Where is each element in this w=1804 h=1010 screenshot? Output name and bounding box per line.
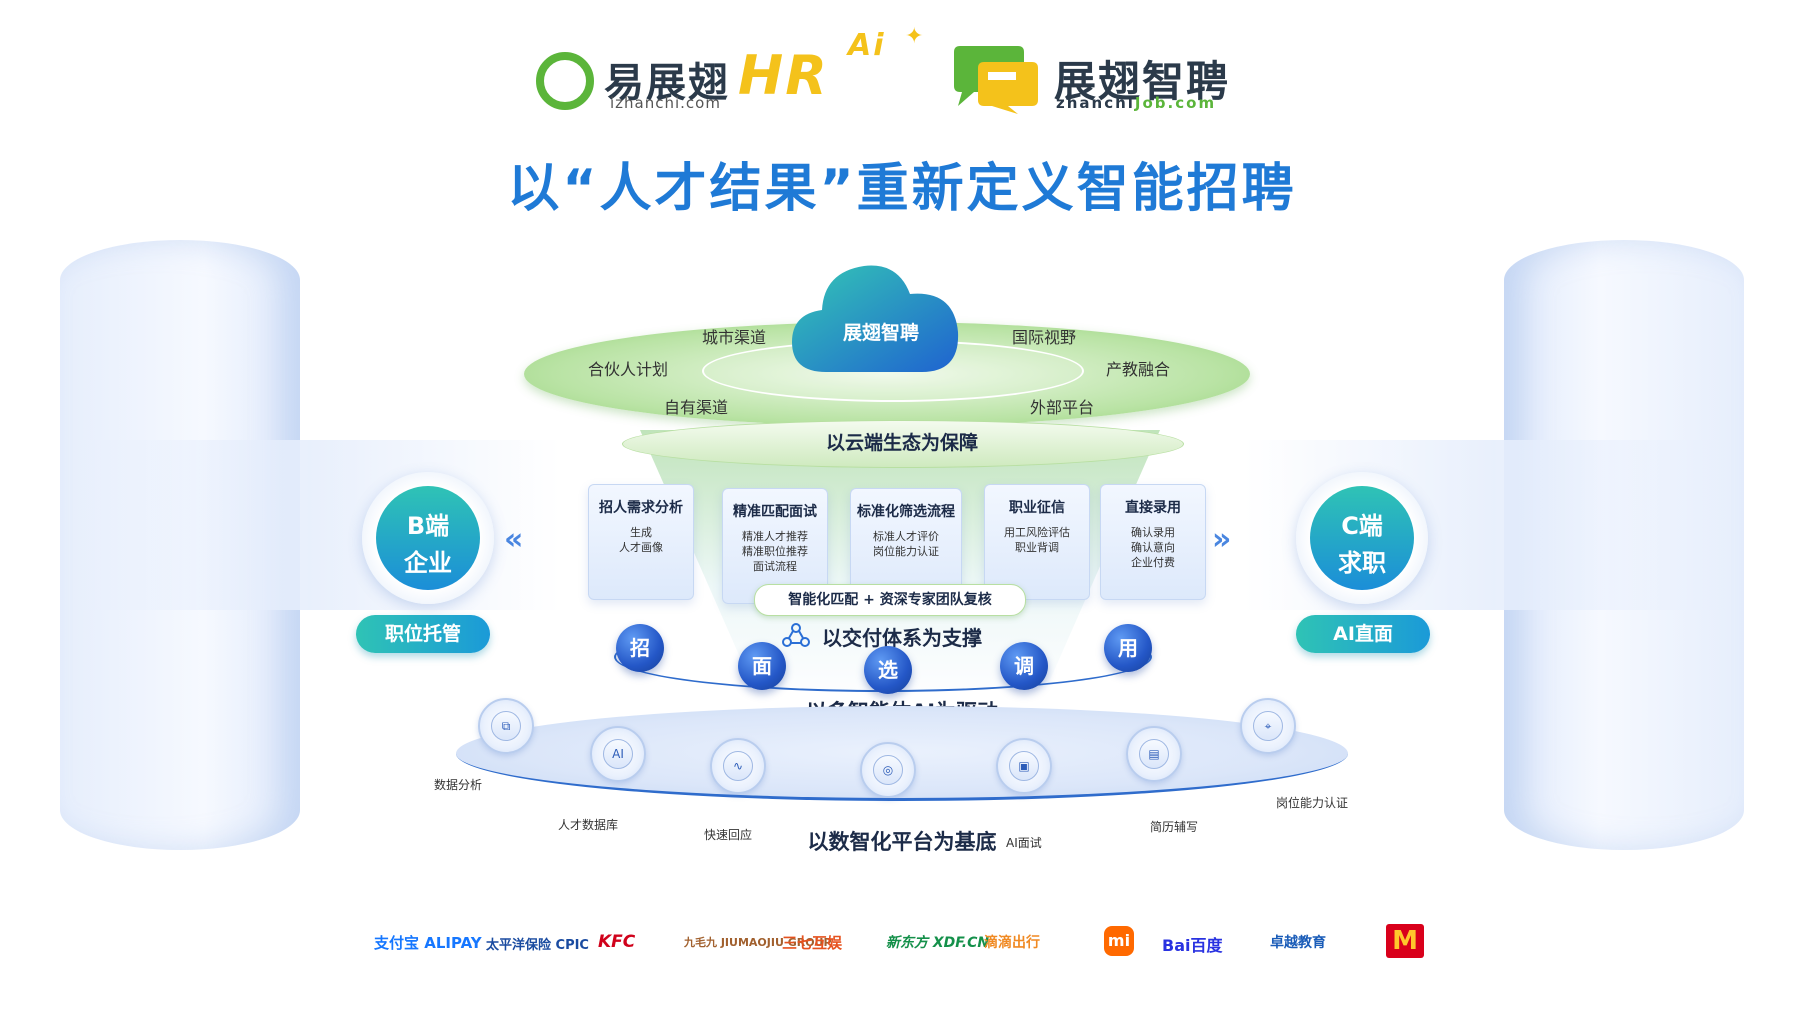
step-interview: 面 xyxy=(738,642,786,690)
ai-chip-icon: AI xyxy=(590,726,646,782)
brand1-url: izhanchi.com xyxy=(610,94,721,112)
partner-kfc-logo: KFC xyxy=(598,932,636,952)
card-line: 职业背调 xyxy=(1015,541,1059,554)
pulse-icon: ∿ xyxy=(710,738,766,794)
card-line: 企业付费 xyxy=(1131,556,1175,569)
card-line: 面试流程 xyxy=(753,560,797,573)
chevron-right-icon: » xyxy=(1212,522,1232,557)
cloud-label: 展翅智聘 xyxy=(842,322,919,344)
card-title: 标准化筛选流程 xyxy=(857,504,955,520)
card-title: 职业征信 xyxy=(1009,500,1065,516)
hr-badge: HR xyxy=(738,44,829,107)
card-demand-analysis: 招人需求分析 生成 人才画像 xyxy=(588,484,694,600)
partner-baidu-logo: Bai百度 xyxy=(1162,936,1223,955)
cloud-tier-band xyxy=(622,420,1184,468)
partner-cpic-logo: 太平洋保险 CPIC xyxy=(486,938,589,953)
channel-international: 国际视野 xyxy=(1012,328,1077,347)
c-side-line1: C端 xyxy=(1341,512,1383,540)
collaboration-icon: ⧉ xyxy=(478,698,534,754)
partner-jiumaojiu-logo: 九毛九 JIUMAOJIU GROUP xyxy=(684,936,832,949)
c-side-badge: C端 求职 xyxy=(1310,486,1414,590)
step-employ: 用 xyxy=(1104,624,1152,672)
b-side-line1: B端 xyxy=(406,512,450,540)
card-career-credit: 职业征信 用工风险评估 职业背调 xyxy=(984,484,1090,600)
card-line: 用工风险评估 xyxy=(1004,526,1070,539)
cloud-icon xyxy=(786,250,966,380)
feature-talent-database: 人才数据库 xyxy=(558,818,619,832)
card-line: 生成 xyxy=(630,526,652,539)
channel-partner: 合伙人计划 xyxy=(588,360,669,379)
sparkle-icon: ✦ xyxy=(905,24,924,49)
b-side-line2: 企业 xyxy=(404,549,452,577)
partner-xiaomi-logo: mi xyxy=(1104,926,1134,956)
brand2-url-suffix: Job.com xyxy=(1134,94,1217,112)
chevron-left-icon: « xyxy=(504,522,524,557)
partner-didi-logo: 滴滴出行 xyxy=(984,935,1040,951)
platform-label: 以数智化平台为基底 xyxy=(807,830,997,854)
brand1-name: 易展翅 xyxy=(604,60,730,106)
step-recruit: 招 xyxy=(616,624,664,672)
scan-user-icon: ⌖ xyxy=(1240,698,1296,754)
card-line: 确认录用 xyxy=(1131,526,1175,539)
partner-mcdonalds-logo: M xyxy=(1386,924,1424,958)
video-icon: ▣ xyxy=(996,738,1052,794)
job-hosting-button[interactable]: 职位托管 xyxy=(356,615,490,653)
brand2-logo-icon xyxy=(948,42,1040,114)
channel-city: 城市渠道 xyxy=(702,328,767,347)
card-line: 精准人才推荐 xyxy=(742,530,808,543)
card-direct-hire: 直接录用 确认录用 确认意向 企业付费 xyxy=(1100,484,1206,600)
card-line: 岗位能力认证 xyxy=(873,545,939,558)
brand2-name: 展翅智聘 xyxy=(1054,57,1231,106)
c-side-line2: 求职 xyxy=(1338,549,1386,577)
feature-quick-response: 快速回应 xyxy=(704,828,753,842)
brand1-logo-icon xyxy=(536,52,594,110)
feature-job-certification: 岗位能力认证 xyxy=(1276,796,1349,810)
partner-37-logo: 三七互娱 xyxy=(782,934,843,952)
feature-data-analysis: 数据分析 xyxy=(434,778,483,792)
target-icon: ◎ xyxy=(860,742,916,798)
partner-zhuoyue-logo: 卓越教育 xyxy=(1270,935,1326,951)
step-select: 选 xyxy=(864,646,912,694)
ai-badge: Ai xyxy=(848,28,886,63)
channel-external: 外部平台 xyxy=(1030,398,1095,417)
feature-resume-assist: 简历辅写 xyxy=(1150,820,1199,834)
partner-alipay-logo: 支付宝 ALIPAY xyxy=(374,934,482,952)
step-investigate: 调 xyxy=(1000,642,1048,690)
card-precise-matching: 精准匹配面试 精准人才推荐 精准职位推荐 面试流程 xyxy=(722,488,828,604)
cloud-tier-label: 以云端生态为保障 xyxy=(825,432,978,454)
card-line: 人才画像 xyxy=(619,541,663,554)
card-line: 标准人才评价 xyxy=(873,530,939,543)
card-title: 精准匹配面试 xyxy=(733,504,817,520)
feature-ai-interview: AI面试 xyxy=(1006,836,1042,850)
card-line: 确认意向 xyxy=(1131,541,1175,554)
b-side-badge: B端 企业 xyxy=(376,486,480,590)
card-title: 招人需求分析 xyxy=(599,500,683,516)
brand2-url: zhanchiJob.com xyxy=(1056,94,1216,112)
partner-logo-strip: 支付宝 ALIPAY 太平洋保险 CPIC KFC 九毛九 JIUMAOJIU … xyxy=(370,924,1430,970)
partner-xdf-logo: 新东方 XDF.CN xyxy=(886,935,990,951)
card-title: 直接录用 xyxy=(1125,500,1181,516)
cloud-inner-ring xyxy=(702,340,1084,402)
channel-industry-education: 产教融合 xyxy=(1106,360,1171,379)
brand2-url-prefix: zhanchi xyxy=(1056,94,1135,112)
page-title: 以“人才结果”重新定义智能招聘 xyxy=(507,159,1297,219)
card-line: 精准职位推荐 xyxy=(742,545,808,558)
channel-own: 自有渠道 xyxy=(664,398,729,417)
ai-interview-button[interactable]: AI直面 xyxy=(1296,615,1430,653)
profile-card-icon: ▤ xyxy=(1126,726,1182,782)
review-bar: 智能化匹配 + 资深专家团队复核 xyxy=(754,584,1026,616)
